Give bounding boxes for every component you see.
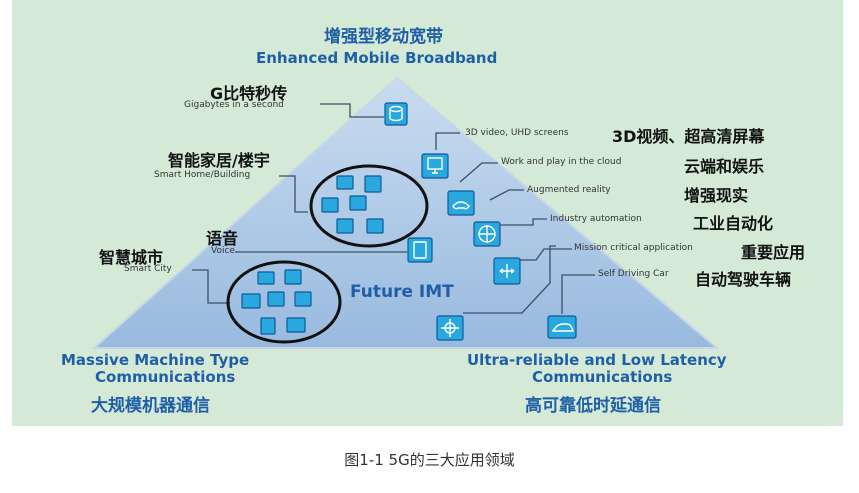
right-title-en-line2: Communications — [532, 368, 673, 386]
connector-line — [463, 245, 556, 314]
right-title-cn: 高可靠低时延通信 — [525, 396, 661, 416]
connector-line — [459, 162, 498, 183]
figure-caption: 图1-1 5G的三大应用领域 — [344, 451, 515, 469]
left-title-en-line2: Communications — [95, 368, 236, 386]
city-icon — [267, 291, 285, 307]
home-icon — [336, 175, 354, 190]
callout-smart-city-cn: 智慧城市 — [99, 248, 164, 267]
smart-city-circle — [226, 260, 342, 344]
callout-3d-video-cn: 3D视频、超高清屏幕 — [612, 127, 765, 146]
smart-home-circle — [309, 164, 429, 248]
triangle-shape — [91, 76, 720, 349]
gamepad-icon — [447, 190, 475, 216]
callout-smart-home-cn: 智能家居/楼宇 — [168, 151, 270, 170]
top-title-en: Enhanced Mobile Broadband — [256, 49, 498, 67]
connector-line — [279, 175, 308, 213]
callout-cloud-cn: 云端和娱乐 — [684, 157, 765, 176]
top-title-cn: 增强型移动宽带 — [324, 27, 443, 47]
diagram-panel: . 增强型移动宽带 Enhanced Mobile Broadband Mass… — [12, 0, 843, 426]
connector-line — [489, 189, 524, 201]
callout-ar-en: Augmented reality — [527, 185, 611, 195]
callout-cloud-en: Work and play in the cloud — [501, 157, 622, 167]
left-title-cn: 大规模机器通信 — [91, 396, 210, 416]
callout-mission-en: Mission critical application — [574, 243, 693, 253]
callout-self-driving-cn: 自动驾驶车辆 — [695, 270, 792, 289]
car-icon — [547, 315, 577, 339]
callout-industry-en: Industry automation — [550, 214, 642, 224]
callout-gigabit-en: Gigabytes in a second — [184, 100, 284, 110]
connector-line — [561, 274, 595, 314]
callout-mission-cn: 重要应用 — [741, 243, 806, 262]
center-label: Future IMT — [350, 282, 454, 302]
callout-smart-city-en: Smart City — [124, 264, 172, 274]
connector-line — [320, 103, 384, 118]
car-sign-icon — [284, 269, 302, 285]
callout-ar-cn: 增强现实 — [684, 186, 749, 205]
callout-voice-cn: 语音 — [206, 229, 239, 248]
signpost-icon — [294, 291, 312, 307]
callout-industry-cn: 工业自动化 — [693, 214, 774, 233]
wifi-icon — [241, 293, 261, 309]
socket-icon — [366, 218, 384, 234]
right-title-en-line1: Ultra-reliable and Low Latency — [467, 351, 727, 369]
road-icon — [257, 271, 275, 285]
connector-line — [520, 248, 572, 261]
parking-icon — [260, 317, 276, 335]
callout-gigabit-cn: G比特秒传 — [210, 84, 288, 103]
camera-icon — [286, 317, 306, 333]
callout-3d-video-en: 3D video, UHD screens — [465, 128, 569, 138]
light-icon — [349, 195, 367, 211]
house-icon — [321, 197, 339, 213]
triangle-diagram: . — [91, 76, 720, 349]
tv-icon — [336, 218, 354, 234]
callout-voice-en: Voice — [211, 246, 235, 256]
left-title-en-line1: Massive Machine Type — [61, 351, 250, 369]
callout-smart-home-en: Smart Home/Building — [154, 170, 251, 180]
door-icon — [364, 175, 382, 193]
connector-line — [483, 218, 547, 226]
connector-line — [435, 132, 460, 150]
callout-self-driving-en: Self Driving Car — [598, 269, 669, 279]
connector-line — [192, 269, 230, 304]
